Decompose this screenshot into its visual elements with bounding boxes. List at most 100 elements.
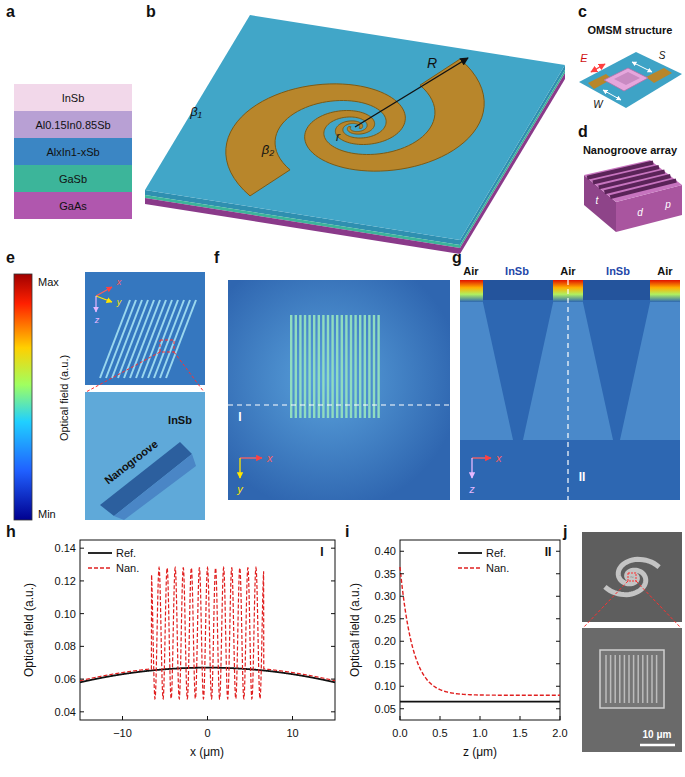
tick: [207, 716, 208, 720]
tick-label: 0.12: [55, 575, 76, 587]
tick-label: 1.5: [512, 727, 527, 739]
cut-label: I: [320, 546, 323, 559]
dimension-line: [603, 90, 621, 100]
axis-arrow: [96, 287, 112, 296]
axis-letter: z: [95, 316, 100, 326]
symbol-label: β₂: [262, 143, 274, 157]
groove-hotline: [308, 315, 310, 418]
groove-hotline: [318, 315, 320, 418]
axis-title: Optical field (a.u.): [349, 583, 362, 677]
ref-curve: [400, 701, 560, 703]
tick: [80, 613, 84, 614]
groove-hotline: [364, 315, 366, 418]
tick-label: 0.06: [55, 673, 76, 685]
tick: [80, 679, 84, 680]
legend-text: Nan.: [486, 562, 509, 574]
hot-spot: [460, 280, 483, 302]
axis-letter: x: [117, 278, 122, 288]
cut-line: [228, 404, 450, 405]
tick: [556, 573, 560, 574]
dimension-line: [632, 62, 652, 72]
sem-groove: [624, 655, 626, 703]
zoom-line: [174, 352, 204, 392]
tick-label: 0.05: [375, 703, 396, 715]
groove-stripe: [100, 300, 130, 378]
legend-text: Ref.: [116, 547, 136, 559]
layer-name: GaAs: [59, 200, 87, 212]
sem-groove: [651, 655, 653, 703]
light-beam: [620, 298, 680, 440]
groove-hotline: [359, 315, 361, 418]
plot-frame: [80, 540, 335, 720]
panel-letter: a: [6, 3, 15, 21]
legend-line: [88, 552, 112, 554]
layer-name: InSb: [62, 92, 85, 104]
groove-hotline: [377, 315, 379, 418]
symbol-label: S: [659, 50, 666, 61]
tick: [556, 708, 560, 709]
sem-groove: [642, 655, 644, 703]
tick: [400, 663, 404, 664]
tick: [400, 708, 404, 709]
tick: [331, 679, 335, 680]
slab-top: [145, 15, 565, 240]
symbol-label: W: [593, 99, 602, 110]
axis-arrow: [95, 296, 96, 312]
material-label: InSb: [168, 414, 192, 426]
sem-groove: [605, 655, 607, 703]
sem-spiral: [618, 559, 659, 583]
tick: [440, 716, 441, 720]
axis-title: Optical field (a.u.): [23, 583, 36, 677]
cut-line: [567, 280, 568, 500]
sem-image: [582, 532, 682, 622]
tick-label: 0.35: [375, 568, 396, 580]
spiral-antenna: [197, 32, 513, 223]
sem-groove: [619, 655, 621, 703]
axis-letter: z: [469, 483, 475, 495]
tick: [556, 596, 560, 597]
scale-bar: [640, 744, 675, 747]
light-beam: [460, 298, 513, 440]
groove-hotline: [336, 315, 338, 418]
tick-label: 0: [204, 727, 210, 739]
groove-hotline: [290, 315, 292, 418]
axis-title: Optical field (a.u.): [58, 355, 70, 441]
groove-stripe: [112, 300, 142, 378]
ref-curve: [80, 668, 335, 683]
tick: [400, 686, 404, 687]
tick: [556, 686, 560, 687]
cut-label: I: [238, 411, 241, 424]
symbol-label: p: [665, 199, 671, 210]
material-label: InSb: [606, 265, 630, 277]
tick-label: 0.08: [55, 640, 76, 652]
axis-letter: y: [117, 298, 122, 308]
material-label: Air: [560, 265, 575, 277]
layer-name: AlxIn1-xSb: [46, 146, 99, 158]
panel-letter: d: [578, 123, 588, 141]
tick-label: 0.0: [392, 727, 407, 739]
material-label: Nanogroove: [102, 437, 160, 486]
axis-arrow: [239, 458, 240, 478]
layer-name: Al0.15In0.85Sb: [35, 119, 110, 131]
symbol-label: d: [637, 207, 643, 218]
scale-label: 10 μm: [643, 729, 672, 740]
tick-label: 0.04: [55, 706, 76, 718]
hot-spot: [650, 280, 680, 302]
panel-letter: i: [345, 523, 349, 541]
groove: [610, 181, 676, 198]
groove-hotline: [368, 315, 370, 418]
groove-stripe: [124, 300, 154, 378]
tick-label: 10: [286, 727, 298, 739]
sem-groove: [610, 655, 612, 703]
tick: [560, 716, 561, 720]
insb-column: [483, 280, 553, 300]
groove-hotline: [345, 315, 347, 418]
symbol-label: r: [336, 131, 340, 144]
tick-label: 0.30: [375, 590, 396, 602]
nan-curve: [400, 567, 560, 695]
tick: [400, 596, 404, 597]
block-top: [584, 160, 682, 202]
